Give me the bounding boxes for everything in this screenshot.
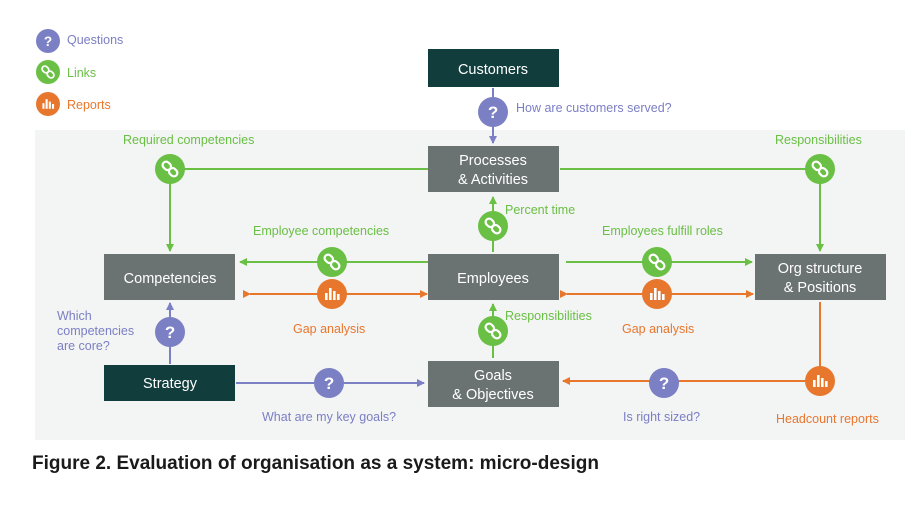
legend-links: Links bbox=[67, 66, 96, 80]
question-icon bbox=[649, 368, 679, 398]
node-goals bbox=[428, 361, 559, 407]
question-icon bbox=[155, 317, 185, 347]
node-strategy-label: Strategy bbox=[143, 376, 198, 392]
label-gap-left: Gap analysis bbox=[293, 322, 365, 336]
node-competencies bbox=[104, 254, 235, 300]
label-how-customers: How are customers served? bbox=[516, 101, 672, 115]
link-icon bbox=[803, 152, 837, 186]
label-responsibilities-top: Responsibilities bbox=[775, 133, 862, 147]
node-customers bbox=[428, 49, 559, 87]
report-icon bbox=[36, 92, 60, 116]
node-employees-label: Employees bbox=[457, 271, 529, 287]
question-icon bbox=[36, 29, 60, 53]
label-right-sized: Is right sized? bbox=[623, 410, 700, 424]
question-icon bbox=[314, 368, 344, 398]
label-key-goals: What are my key goals? bbox=[262, 410, 396, 424]
figure-caption: Figure 2. Evaluation of organisation as … bbox=[32, 453, 599, 474]
label-which-1: Which bbox=[57, 309, 92, 323]
node-org-label-1: Org structure bbox=[778, 261, 863, 277]
node-processes-label-1: Processes bbox=[459, 153, 527, 169]
report-icon bbox=[642, 279, 672, 309]
question-icon bbox=[478, 97, 508, 127]
node-processes bbox=[428, 146, 559, 192]
link-icon bbox=[315, 245, 349, 279]
node-competencies-label: Competencies bbox=[124, 271, 217, 287]
link-icon bbox=[640, 245, 674, 279]
link-icon bbox=[35, 59, 61, 85]
node-employees bbox=[428, 254, 559, 300]
legend-reports: Reports bbox=[67, 98, 111, 112]
label-employee-competencies: Employee competencies bbox=[253, 224, 389, 238]
label-headcount: Headcount reports bbox=[776, 412, 879, 426]
node-goals-label-2: & Objectives bbox=[452, 387, 533, 403]
report-icon bbox=[317, 279, 347, 309]
label-which-2: competencies bbox=[57, 324, 134, 338]
label-which-3: are core? bbox=[57, 339, 110, 353]
legend-questions: Questions bbox=[67, 33, 123, 47]
label-gap-right: Gap analysis bbox=[622, 322, 694, 336]
label-responsibilities-mid: Responsibilities bbox=[505, 309, 592, 323]
node-strategy bbox=[104, 365, 235, 401]
label-employees-fulfill: Employees fulfill roles bbox=[602, 224, 723, 238]
label-percent-time: Percent time bbox=[505, 203, 575, 217]
link-icon bbox=[153, 152, 187, 186]
node-org-structure bbox=[755, 254, 886, 300]
node-org-label-2: & Positions bbox=[784, 280, 857, 296]
link-icon bbox=[476, 209, 510, 243]
node-processes-label-2: & Activities bbox=[458, 172, 528, 188]
node-goals-label-1: Goals bbox=[474, 368, 512, 384]
node-customers-label: Customers bbox=[458, 62, 528, 78]
report-icon bbox=[805, 366, 835, 396]
label-required-competencies: Required competencies bbox=[123, 133, 254, 147]
link-icon bbox=[476, 314, 510, 348]
